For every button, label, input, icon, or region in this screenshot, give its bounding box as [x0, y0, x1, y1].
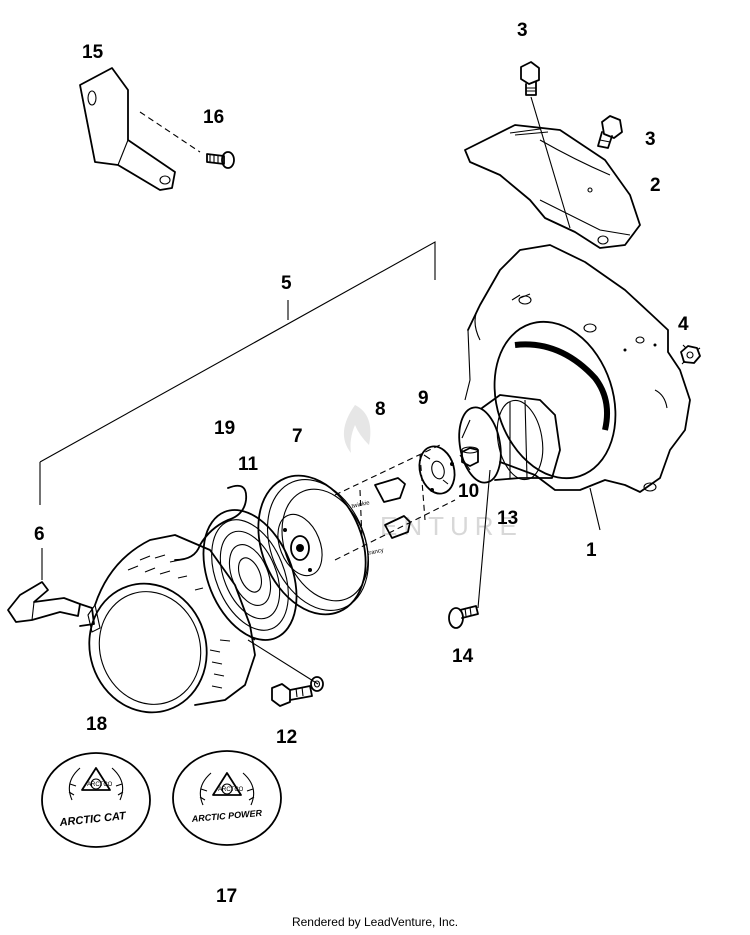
leader-12: [247, 639, 319, 685]
part-6-handle: [7, 581, 95, 627]
callout-6: 6: [34, 524, 45, 545]
bracket-5: [39, 241, 436, 463]
part-4-nut: [680, 344, 701, 365]
callout-13: 13: [497, 508, 518, 529]
part-1-fan-housing: [464, 244, 691, 493]
part-18-emblem-arctic-cat: ARCTCO ARCTIC CAT: [41, 752, 151, 848]
callout-7: 7: [292, 426, 303, 447]
callout-12: 12: [276, 727, 297, 748]
callout-19: 19: [214, 418, 235, 439]
exploded-parts-diagram: ENTURE: [7, 20, 701, 907]
callout-14: 14: [452, 646, 474, 667]
part-14-screw: [448, 605, 479, 629]
part-15-bracket: [79, 67, 176, 191]
callout-18: 18: [86, 714, 107, 735]
starter-housing: [87, 534, 256, 714]
emblem-18-badge: ARCTCO: [87, 782, 113, 788]
callout-17: 17: [216, 886, 237, 907]
part-16-screw: [206, 151, 235, 169]
part-3-bolt-right: [597, 115, 623, 149]
callout-10: 10: [458, 481, 479, 502]
leader-14: [477, 469, 491, 609]
part-17-emblem-arctic-power: ARCTCO ARCTIC POWER: [172, 750, 282, 846]
callout-3-right: 3: [645, 129, 656, 150]
callout-15: 15: [82, 42, 104, 63]
part-2-cover: [464, 124, 641, 249]
render-credit: Rendered by LeadVenture, Inc.: [291, 915, 459, 929]
part-12-bolt: [271, 676, 324, 707]
callout-1: 1: [586, 540, 597, 561]
callout-4: 4: [678, 314, 689, 335]
callout-5: 5: [281, 273, 292, 294]
leader-15-16: [139, 111, 201, 153]
emblem-17-badge: ARCTCO: [218, 787, 244, 793]
emblem-17-text: ARCTIC POWER: [190, 808, 263, 824]
part-9-plate: [418, 445, 456, 495]
callout-3-top: 3: [517, 20, 528, 41]
part-7-pulley: [257, 474, 370, 616]
part-10-pin: [461, 446, 479, 467]
pawl-mark-lower: trancy: [367, 548, 384, 557]
part-3-bolt-top: [520, 61, 540, 96]
leader-1: [589, 487, 601, 531]
part-13-starter-drum: [458, 394, 561, 484]
callout-2: 2: [650, 175, 661, 196]
leader-3-top: [530, 96, 571, 229]
callout-8: 8: [375, 399, 386, 420]
part-19-rope: [174, 484, 248, 561]
callout-9: 9: [418, 388, 429, 409]
emblem-18-text: ARCTIC CAT: [58, 810, 128, 829]
callout-11: 11: [238, 454, 259, 475]
assembly-axis-lines: [334, 444, 456, 561]
callout-16: 16: [203, 107, 224, 128]
